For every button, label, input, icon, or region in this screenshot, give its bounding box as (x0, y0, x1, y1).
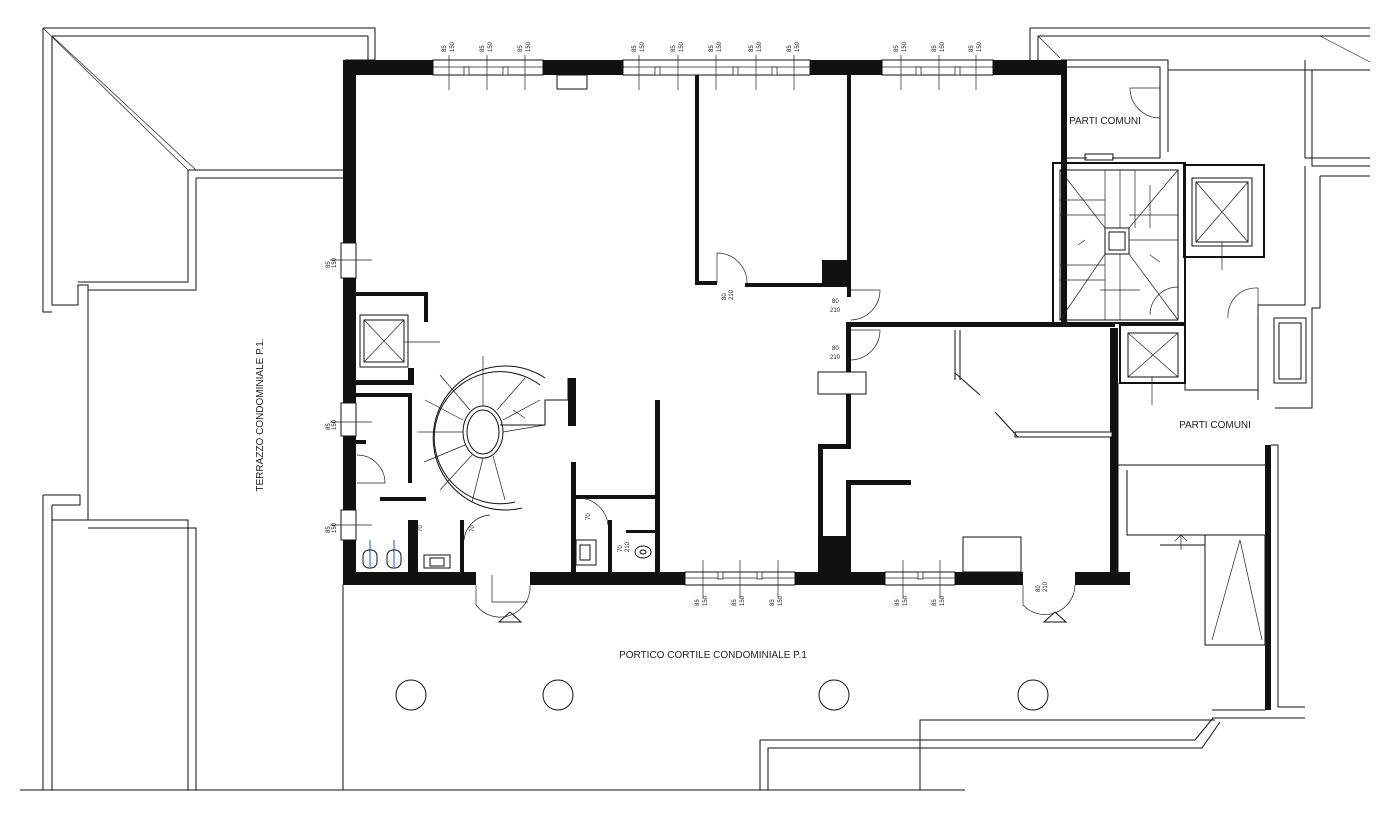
elevator-shaft-icon (1119, 324, 1186, 405)
dim-label: 85 (326, 261, 332, 268)
dim-label: 80 (832, 299, 839, 305)
dim-label: 210 (830, 355, 841, 361)
dim-label: 70 (618, 545, 624, 552)
bathroom-fixtures (362, 530, 656, 569)
dim-label: 85 (442, 45, 448, 52)
dim-label: 210 (1043, 581, 1049, 592)
column-icon (395, 679, 427, 711)
entrance-triangle-icon (1042, 611, 1068, 623)
dim-label: 80 (832, 346, 839, 352)
terrace-label: TERRAZZO CONDOMINIALE P.1. (255, 338, 266, 491)
dim-label: 150 (740, 595, 746, 606)
dim-label: 70 (586, 513, 592, 520)
spiral-staircase-icon (418, 356, 569, 511)
column-icon (818, 679, 850, 711)
dim-label: 85 (695, 599, 701, 606)
dim-label: 85 (969, 45, 975, 52)
left-window-dims: 85 150 85 150 85 150 (326, 257, 372, 533)
elevator-shaft-icon (1183, 164, 1265, 319)
dim-label: 150 (332, 257, 338, 268)
dim-label: 210 (729, 289, 735, 300)
dim-label: 150 (640, 41, 646, 52)
dim-label: 150 (679, 41, 685, 52)
dim-label: 85 (480, 45, 486, 52)
dim-label: 150 (450, 41, 456, 52)
apartment-walls (340, 59, 1130, 586)
dim-label: 85 (749, 45, 755, 52)
entrance-triangle-icon (497, 611, 523, 623)
dim-label: 80 (1036, 585, 1042, 592)
dim-label: 150 (903, 595, 909, 606)
dim-label: 150 (778, 595, 784, 606)
right-corridor (1117, 444, 1305, 711)
staircase-icon (1052, 162, 1186, 324)
dim-label: 70 (470, 525, 476, 532)
dim-label: 150 (488, 41, 494, 52)
interior-walls (356, 75, 1115, 573)
dim-label: 150 (902, 41, 908, 52)
dim-label: 150 (940, 41, 946, 52)
dim-label: 85 (709, 45, 715, 52)
common-area-right-label: PARTI COMUNI (1179, 420, 1251, 431)
column-icon (1017, 679, 1049, 711)
dim-label: 150 (757, 41, 763, 52)
bottom-window-dims: 85 150 85 150 85 150 85 150 85 150 (695, 560, 946, 606)
dim-label: 85 (895, 599, 901, 606)
dim-label: 85 (732, 599, 738, 606)
right-block (1029, 27, 1371, 409)
portico-area (342, 585, 1305, 790)
dim-label: 210 (625, 541, 631, 552)
dim-label: 150 (332, 419, 338, 430)
dim-label: 150 (977, 41, 983, 52)
dim-label: 85 (518, 45, 524, 52)
dim-label: 85 (770, 599, 776, 606)
dim-label: 85 (932, 45, 938, 52)
dim-label: 70 (418, 525, 424, 532)
dim-label: 85 (671, 45, 677, 52)
dim-label: 85 (932, 599, 938, 606)
dim-label: 150 (717, 41, 723, 52)
dim-label: 85 (326, 526, 332, 533)
dim-label: 80 (722, 293, 728, 300)
dim-label: 150 (703, 595, 709, 606)
terrace-outline (20, 27, 965, 791)
dim-label: 85 (632, 45, 638, 52)
common-area-top-label: PARTI COMUNI (1069, 116, 1141, 127)
dim-label: 150 (332, 522, 338, 533)
dim-label: 210 (830, 308, 841, 314)
dim-label: 85 (787, 45, 793, 52)
dim-label: 85 (326, 423, 332, 430)
top-window-dims: 85 150 85 150 85 150 85 150 85 150 85 15… (442, 41, 983, 90)
dim-label: 150 (795, 41, 801, 52)
portico-label: PORTICO CORTILE CONDOMINIALE P.1 (619, 650, 807, 661)
dim-label: 150 (526, 41, 532, 52)
elevator-shaft-icon (359, 314, 440, 368)
dim-label: 85 (894, 45, 900, 52)
dim-label: 150 (940, 595, 946, 606)
column-icon (542, 679, 574, 711)
